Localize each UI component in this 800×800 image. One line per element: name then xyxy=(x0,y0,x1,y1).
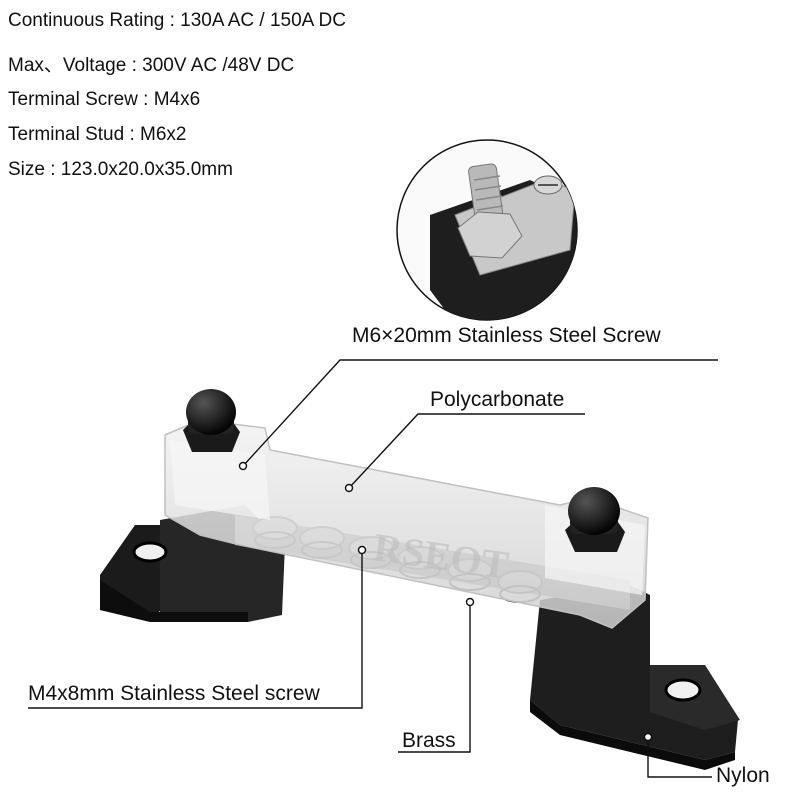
stud-cap-left xyxy=(183,389,240,452)
spec-continuous-rating: Continuous Rating : 130A AC / 150A DC xyxy=(8,10,346,31)
callout-lines xyxy=(28,359,718,778)
callout-polycarbonate: Polycarbonate xyxy=(430,388,565,411)
spec-size: Size : 123.0x20.0x35.0mm xyxy=(8,159,233,180)
callout-nylon: Nylon xyxy=(716,764,770,787)
stud-cap-right xyxy=(565,487,625,552)
callout-brass: Brass xyxy=(402,729,456,752)
callout-terminal-screw: M4x8mm Stainless Steel screw xyxy=(28,682,320,705)
zoom-detail xyxy=(396,139,578,321)
right-base xyxy=(530,585,740,770)
spec-terminal-stud: Terminal Stud : M6x2 xyxy=(8,124,187,145)
callout-stud-screw: M6×20mm Stainless Steel Screw xyxy=(352,324,661,347)
spec-terminal-screw: Terminal Screw : M4x6 xyxy=(8,89,201,110)
spec-max-voltage: Max、Voltage : 300V AC /48V DC xyxy=(8,55,295,76)
